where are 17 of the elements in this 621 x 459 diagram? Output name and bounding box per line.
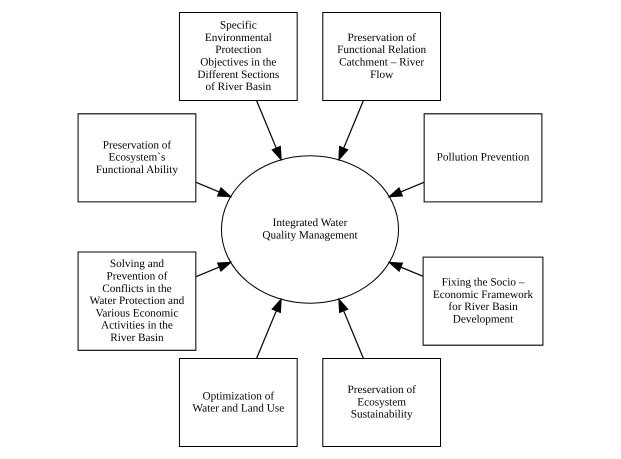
node-box: Specific Environmental Protection Objectives in the Different Sections of River Basin xyxy=(178,12,298,101)
arrow xyxy=(196,262,232,278)
node-box: Preservation of Ecosystem`s Functional Ability xyxy=(78,113,196,202)
node-box: Optimization of Water and Land Use xyxy=(178,358,298,448)
arrow xyxy=(338,298,364,359)
node-box: Preservation of Ecosystem Sustainability xyxy=(322,358,442,448)
node-box: Fixing the Socio – Economic Framework for River Basin Development xyxy=(422,256,544,346)
arrow xyxy=(388,262,424,277)
arrow xyxy=(256,100,282,162)
node-box: Pollution Prevention xyxy=(424,113,542,202)
node-box: Preservation of Functional Relation Catchment – River Flow xyxy=(322,12,442,101)
node-box: Solving and Prevention of Conflicts in the Water Protection and Various Economic Activities in the River Basin xyxy=(78,252,196,351)
arrow xyxy=(338,100,364,162)
arrow xyxy=(196,182,232,198)
node-ellipse: Integrated Water Quality Management xyxy=(220,155,400,304)
arrow xyxy=(388,182,424,198)
arrow xyxy=(256,298,282,359)
